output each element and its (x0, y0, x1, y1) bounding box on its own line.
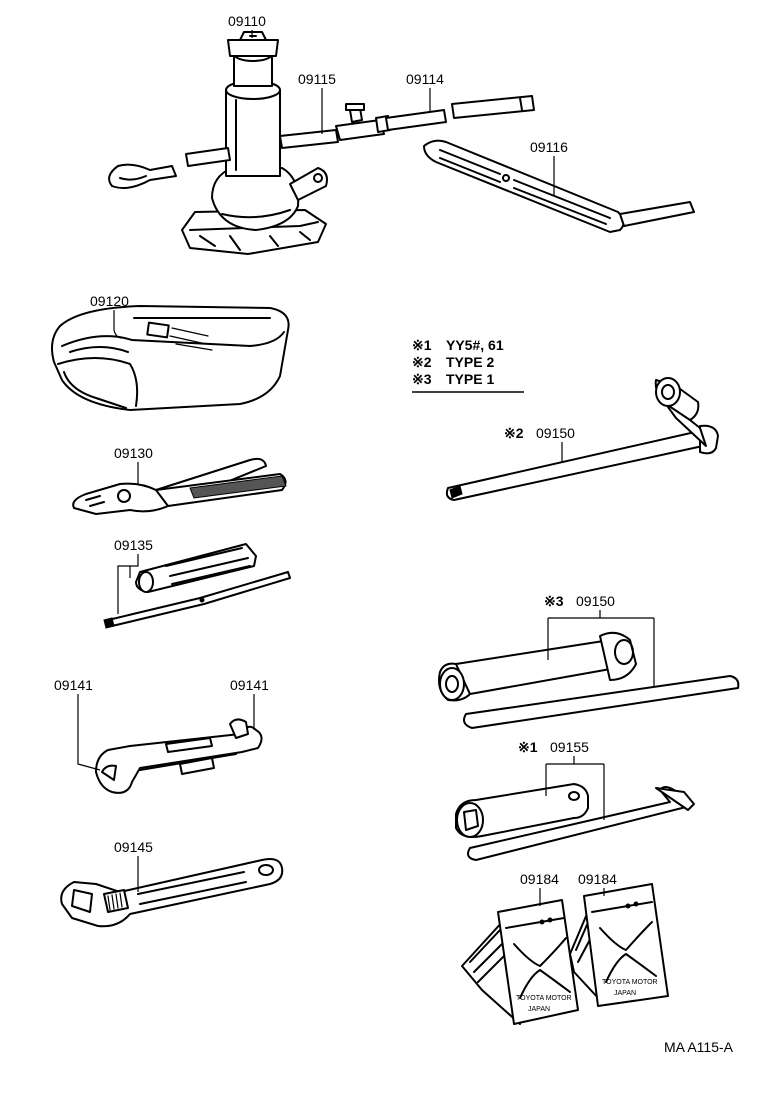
note1-text: YY5#, 61 (446, 337, 504, 353)
label-chock-right: 09184 (578, 871, 617, 887)
label-jack-lever: 09116 (530, 139, 568, 155)
pliers-drawing (72, 457, 287, 515)
label-hub-wrench-type2: 09150 (536, 425, 575, 441)
adjustable-wrench-drawing (60, 858, 284, 928)
label-screwdriver: 09135 (114, 537, 153, 553)
jack-handle-drawing (385, 95, 535, 131)
hub-nut-wrench-type1-drawing (438, 631, 740, 729)
stamp-chock-left-line1: TOYOTA MOTOR (516, 995, 572, 1002)
plug-wrench-drawing (455, 783, 695, 861)
note3-mark: ※3 (412, 371, 432, 387)
marker-hub-wrench-type2: ※2 (504, 425, 524, 441)
leader-hub-wrench-type1 (547, 610, 655, 686)
label-pliers: 09130 (114, 445, 153, 461)
leader-tool-bag (113, 310, 123, 339)
note1-mark: ※1 (412, 337, 432, 353)
note2-text: TYPE 2 (446, 354, 494, 370)
label-tool-bag: 09120 (90, 293, 129, 309)
note2-mark: ※2 (412, 354, 432, 370)
leader-screwdriver (117, 554, 139, 614)
label-chock-left: 09184 (520, 871, 559, 887)
label-jack-handle-extension: 09115 (298, 71, 336, 87)
diagram-reference-code: MA A115-A (664, 1039, 734, 1055)
wheel-chock-right-drawing (569, 883, 669, 1007)
jack-handle-extension-drawing (279, 103, 391, 149)
screwdriver-drawing (103, 543, 291, 629)
marker-hub-wrench-type1: ※3 (544, 593, 564, 609)
label-hub-wrench-type1: 09150 (576, 593, 615, 609)
notes-block: ※1 YY5#, 61 ※2 TYPE 2 ※3 TYPE 1 (412, 337, 524, 393)
jack-hook-drawing (108, 147, 231, 189)
marker-plug-wrench: ※1 (518, 739, 538, 755)
leader-wrench-left (77, 694, 101, 771)
leader-plug-wrench (545, 756, 605, 820)
jack-lever-drawing (423, 139, 695, 233)
tool-bag-drawing (51, 305, 290, 411)
label-jack-handle: 09114 (406, 71, 444, 87)
wheel-chock-left-drawing (461, 899, 579, 1025)
open-end-wrench-drawing (95, 718, 263, 794)
note3-text: TYPE 1 (446, 371, 494, 387)
label-wrench-left: 09141 (54, 677, 93, 693)
stamp-chock-left-line2: JAPAN (528, 1006, 550, 1013)
stamp-chock-right-line1: TOYOTA MOTOR (602, 979, 658, 986)
label-jack: 09110 (228, 13, 266, 29)
label-plug-wrench: 09155 (550, 739, 589, 755)
stamp-chock-right-line2: JAPAN (614, 990, 636, 997)
jack-drawing (181, 31, 328, 255)
label-wrench-right: 09141 (230, 677, 269, 693)
hub-nut-wrench-type2-drawing (445, 377, 719, 501)
label-adjustable-wrench: 09145 (114, 839, 153, 855)
